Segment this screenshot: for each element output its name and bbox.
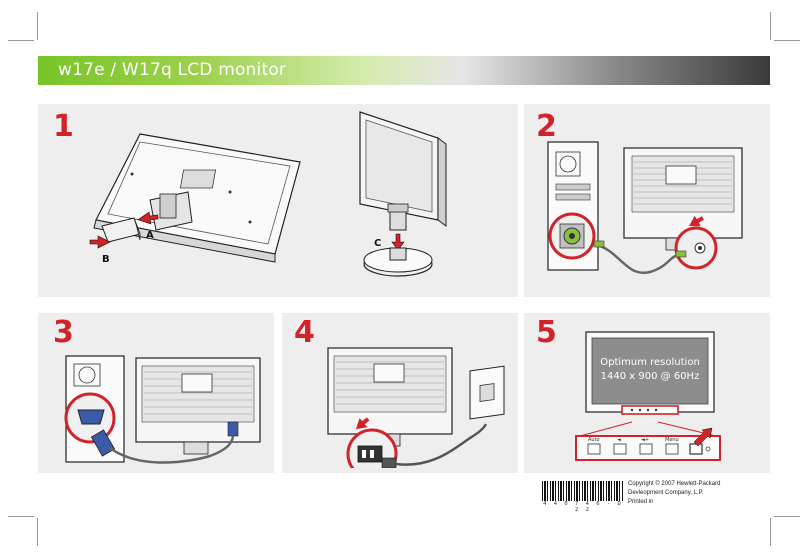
step-number-1: 1 xyxy=(53,109,74,144)
copyright-line-3: Printed in xyxy=(628,499,654,505)
button-label-menu: Menu xyxy=(665,437,679,443)
osd-resolution-line2: 1440 x 900 @ 60Hz xyxy=(600,371,700,382)
button-label-auto: Auto xyxy=(588,437,600,443)
step-number-4: 4 xyxy=(294,315,315,350)
crop-mark-top-right-v xyxy=(770,12,771,40)
callout-b: B xyxy=(102,254,110,265)
osd-resolution-line1: Optimum resolution xyxy=(600,357,700,368)
step2-audio-connection-illustration xyxy=(547,141,743,275)
step-number-5: 5 xyxy=(536,315,557,350)
crop-mark-bottom-right-v xyxy=(770,518,771,546)
crop-mark-bottom-left-v xyxy=(37,518,38,546)
button-label-minus: ◄ xyxy=(617,437,621,443)
step1-monitor-facedown-illustration: A B xyxy=(89,133,301,265)
step5-button-panel-illustration xyxy=(575,421,721,461)
crop-mark-top-left-v xyxy=(37,12,38,40)
copyright-line-2: Devleopment Company, L.P. xyxy=(628,490,704,496)
barcode xyxy=(542,481,624,501)
button-label-plus: ◄+ xyxy=(641,437,650,443)
step1-monitor-stand-illustration: C xyxy=(359,111,447,277)
callout-c: C xyxy=(374,238,381,249)
barcode-number: 4 4 0 7 4 6 - D 2 2 xyxy=(543,501,623,513)
step4-power-connection-illustration xyxy=(327,347,505,468)
copyright-line-1: Copyright © 2007 Hewlett-Packard xyxy=(628,481,721,487)
crop-mark-bottom-right-h xyxy=(774,516,800,517)
title-bar: w17e / W17q LCD monitor xyxy=(38,56,770,85)
step5-monitor-front-illustration xyxy=(585,331,715,415)
step-number-3: 3 xyxy=(53,315,74,350)
callout-a: A xyxy=(146,230,154,241)
copyright-block: Copyright © 2007 Hewlett-Packard Devleop… xyxy=(628,480,768,507)
crop-mark-top-right-h xyxy=(774,40,800,41)
crop-mark-bottom-left-h xyxy=(8,516,34,517)
step-number-2: 2 xyxy=(536,109,557,144)
step3-vga-connection-illustration xyxy=(64,355,261,464)
document-title: w17e / W17q LCD monitor xyxy=(58,60,287,80)
crop-mark-top-left-h xyxy=(8,40,34,41)
